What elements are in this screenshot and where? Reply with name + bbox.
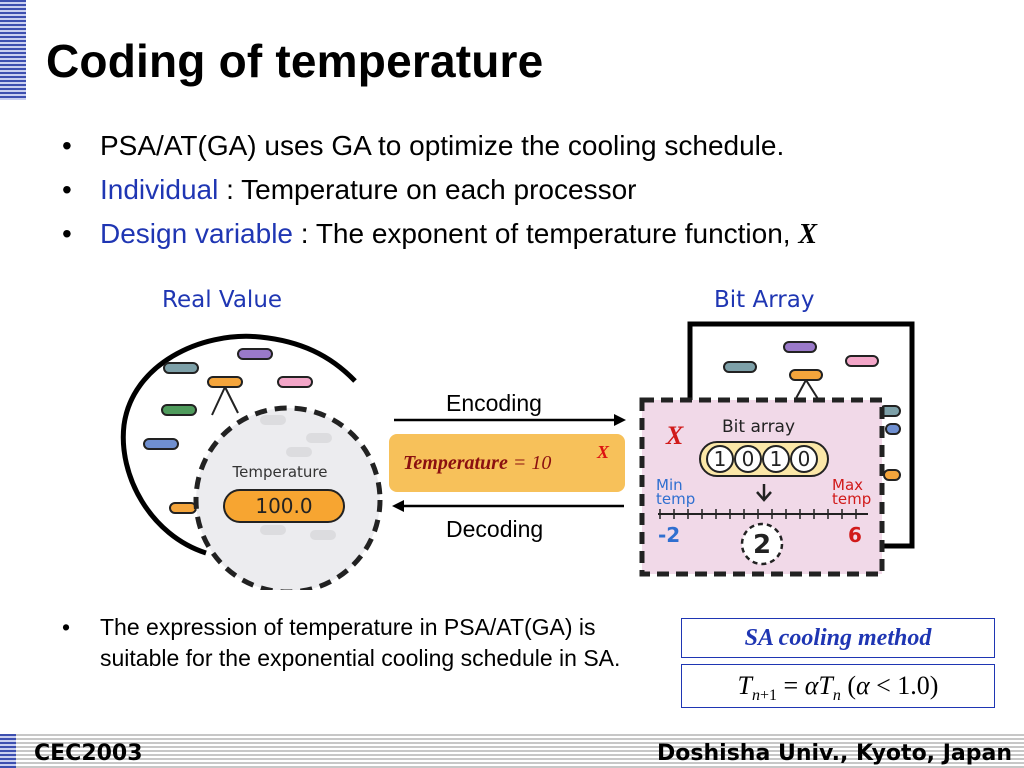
- bit-0: 1: [714, 447, 727, 471]
- formula-equals: = 10: [507, 452, 552, 474]
- faded-pill: [310, 530, 336, 540]
- x-label: X: [665, 421, 684, 450]
- bullet-text: : The exponent of temperature function,: [293, 218, 799, 249]
- temperature-formula: Temperature = 10 X: [389, 434, 625, 492]
- bullet-dot: •: [62, 614, 71, 640]
- individual-pill: [783, 341, 817, 353]
- individual-pill: [277, 376, 313, 388]
- bit-circle: [734, 445, 762, 473]
- individual-pill: [169, 502, 197, 514]
- bullet-text: PSA/AT(GA) uses GA to optimize the cooli…: [100, 130, 785, 161]
- bullet-item: • PSA/AT(GA) uses GA to optimize the coo…: [62, 124, 817, 168]
- individual-pill: [163, 362, 199, 374]
- encoding-arrow: [394, 414, 626, 426]
- bit-circle: [706, 445, 734, 473]
- formula-text: Temperature = 10: [403, 452, 551, 475]
- individual-pill: [789, 369, 823, 381]
- temperature-value-pill: [223, 489, 345, 523]
- temperature-label: Temperature: [231, 463, 327, 481]
- sa-cooling-formula: Tn+1 = αTn (α < 1.0): [681, 664, 995, 708]
- bullet-term: Individual: [100, 174, 219, 205]
- bit-array-illustration: X Bit array 1 0 1 0 Min temp Max temp -2…: [639, 321, 915, 577]
- footer-accent: [0, 734, 16, 768]
- max-temp-line1: Max: [832, 476, 863, 494]
- left-accent-stripe: [0, 0, 26, 100]
- decoded-value: 2: [753, 530, 771, 560]
- faded-pill: [306, 433, 332, 443]
- bit-2: 1: [770, 447, 783, 471]
- bit-3: 0: [798, 447, 811, 471]
- variable-x: X: [798, 219, 818, 250]
- down-arrow-head: [756, 491, 772, 502]
- decoding-label: Decoding: [446, 516, 544, 542]
- scale-ticks: [659, 509, 857, 519]
- individual-pill: [161, 404, 197, 416]
- faded-pill: [260, 415, 286, 425]
- footer-conference: CEC2003: [34, 741, 143, 766]
- sa-formula-rendered: Tn+1 = αTn (α < 1.0): [737, 671, 939, 705]
- max-temp-line2: temp: [832, 490, 871, 508]
- temperature-value: 100.0: [255, 494, 312, 518]
- min-value: -2: [658, 523, 680, 547]
- link-line: [224, 386, 239, 414]
- sa-cooling-title: SA cooling method: [681, 618, 995, 658]
- note-item: • The expression of temperature in PSA/A…: [62, 612, 662, 674]
- individual-pill: [885, 423, 901, 435]
- bullet-text: : Temperature on each processor: [218, 174, 637, 205]
- footer-affiliation: Doshisha Univ., Kyoto, Japan: [657, 741, 1012, 766]
- bullet-dot: •: [62, 130, 72, 161]
- bit-circle: [762, 445, 790, 473]
- bullet-dot: •: [62, 174, 72, 205]
- footer-bar: [0, 734, 1024, 768]
- note-text: The expression of temperature in PSA/AT(…: [100, 614, 621, 671]
- bit-array-caption: Bit Array: [714, 287, 815, 313]
- real-value-caption: Real Value: [162, 287, 283, 313]
- decoded-value-circle: [740, 522, 784, 566]
- formula-word: Temperature: [403, 452, 508, 474]
- conclusion-note: • The expression of temperature in PSA/A…: [62, 612, 662, 674]
- faded-pill: [260, 525, 286, 535]
- faded-pill: [286, 447, 312, 457]
- real-value-illustration: Temperature 100.0: [120, 333, 383, 590]
- individual-pill: [237, 348, 273, 360]
- bullet-dot: •: [62, 218, 72, 249]
- decoding-arrow: [392, 500, 624, 512]
- bullet-item: • Individual : Temperature on each proce…: [62, 168, 817, 212]
- bit-1: 0: [742, 447, 755, 471]
- bullet-list: • PSA/AT(GA) uses GA to optimize the coo…: [62, 124, 817, 257]
- population-circle: [120, 333, 357, 556]
- bit-circle: [790, 445, 818, 473]
- individual-pill: [723, 361, 757, 373]
- bullet-item: • Design variable : The exponent of temp…: [62, 212, 817, 257]
- individual-pill: [143, 438, 179, 450]
- link-line: [211, 386, 226, 416]
- page-title: Coding of temperature: [46, 35, 544, 87]
- individual-pill: [883, 469, 901, 481]
- min-temp-line2: temp: [656, 490, 695, 508]
- max-value: 6: [848, 523, 862, 547]
- formula-exponent: X: [597, 442, 610, 462]
- min-temp-line1: Min: [656, 476, 683, 494]
- encoding-label: Encoding: [446, 390, 542, 416]
- bullet-term: Design variable: [100, 218, 293, 249]
- bit-array-label: Bit array: [722, 417, 795, 437]
- individual-pill: [845, 355, 879, 367]
- individual-pill: [207, 376, 243, 388]
